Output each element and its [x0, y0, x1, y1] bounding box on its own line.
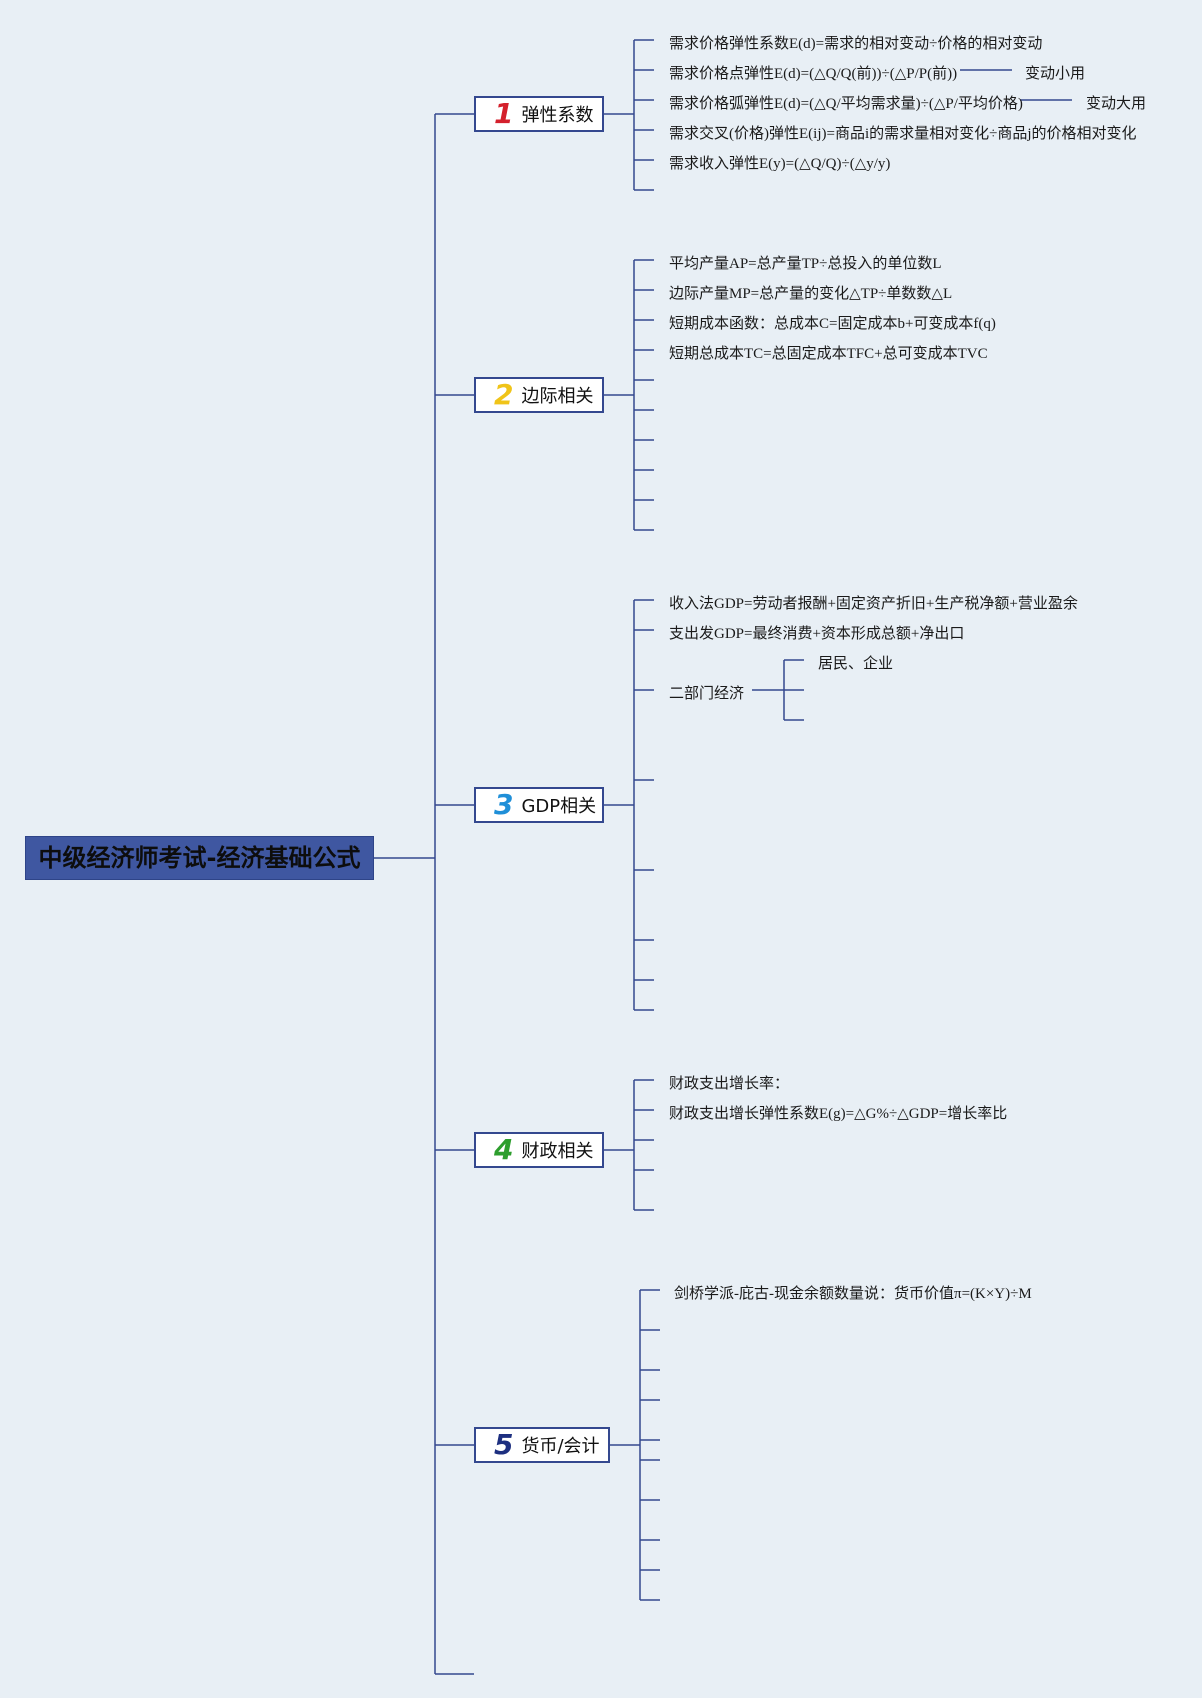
leaf-topic[interactable]: 支出发GDP=最终消费+资本形成总额+净出口 — [669, 626, 965, 642]
leaf-note[interactable]: 变动小用 — [1025, 66, 1086, 82]
leaf-topic[interactable]: 需求价格弹性系数E(d)=需求的相对变动÷价格的相对变动 — [669, 36, 1043, 52]
branch-gdp[interactable]: 3 GDP相关 — [474, 787, 604, 823]
leaf-topic[interactable]: 边际产量MP=总产量的变化△TP÷单数数△L — [669, 286, 953, 302]
leaf-topic[interactable]: 剑桥学派-庇古-现金余额数量说：货币价值π=(K×Y)÷M — [674, 1286, 1032, 1302]
number-three-icon: 3 — [494, 788, 514, 821]
leaf-topic[interactable]: 二部门经济 — [669, 686, 745, 702]
branch-elasticity[interactable]: 1 弹性系数 — [474, 96, 604, 132]
leaf-topic[interactable]: 短期总成本TC=总固定成本TFC+总可变成本TVC — [669, 346, 988, 362]
branch-fiscal[interactable]: 4 财政相关 — [474, 1132, 604, 1168]
branch-label: 边际相关 — [521, 386, 594, 407]
leaf-note[interactable]: 变动大用 — [1086, 96, 1147, 112]
number-one-icon: 1 — [494, 97, 514, 130]
leaf-topic[interactable]: 平均产量AP=总产量TP÷总投入的单位数L — [669, 256, 942, 272]
leaf-topic[interactable]: 财政支出增长弹性系数E(g)=△G%÷△GDP=增长率比 — [669, 1106, 1008, 1122]
branch-label: 财政相关 — [521, 1141, 594, 1162]
leaf-topic[interactable]: 需求交叉(价格)弹性E(ij)=商品i的需求量相对变化÷商品j的价格相对变化 — [669, 126, 1137, 142]
leaf-topic[interactable]: 需求价格点弹性E(d)=(△Q/Q(前))÷(△P/P(前)) — [669, 66, 958, 82]
leaf-topic[interactable]: 财政支出增长率： — [669, 1076, 790, 1092]
leaf-topic[interactable]: 收入法GDP=劳动者报酬+固定资产折旧+生产税净额+营业盈余 — [669, 596, 1078, 612]
number-two-icon: 2 — [494, 378, 514, 411]
branch-label: GDP相关 — [521, 796, 597, 817]
leaf-topic[interactable]: 需求价格弧弹性E(d)=(△Q/平均需求量)÷(△P/平均价格) — [669, 96, 1023, 112]
branch-label: 弹性系数 — [521, 105, 594, 126]
number-five-icon: 5 — [494, 1428, 514, 1461]
branch-marginal[interactable]: 2 边际相关 — [474, 377, 604, 413]
number-four-icon: 4 — [494, 1133, 514, 1166]
leaf-topic[interactable]: 短期成本函数：总成本C=固定成本b+可变成本f(q) — [669, 316, 996, 332]
branch-label: 货币/会计 — [521, 1436, 600, 1457]
leaf-subtopic[interactable]: 居民、企业 — [818, 656, 894, 672]
root-topic[interactable]: 中级经济师考试-经济基础公式 — [25, 836, 374, 880]
branch-monetary[interactable]: 5 货币/会计 — [474, 1427, 610, 1463]
leaf-topic[interactable]: 需求收入弹性E(y)=(△Q/Q)÷(△y/y) — [669, 156, 891, 172]
